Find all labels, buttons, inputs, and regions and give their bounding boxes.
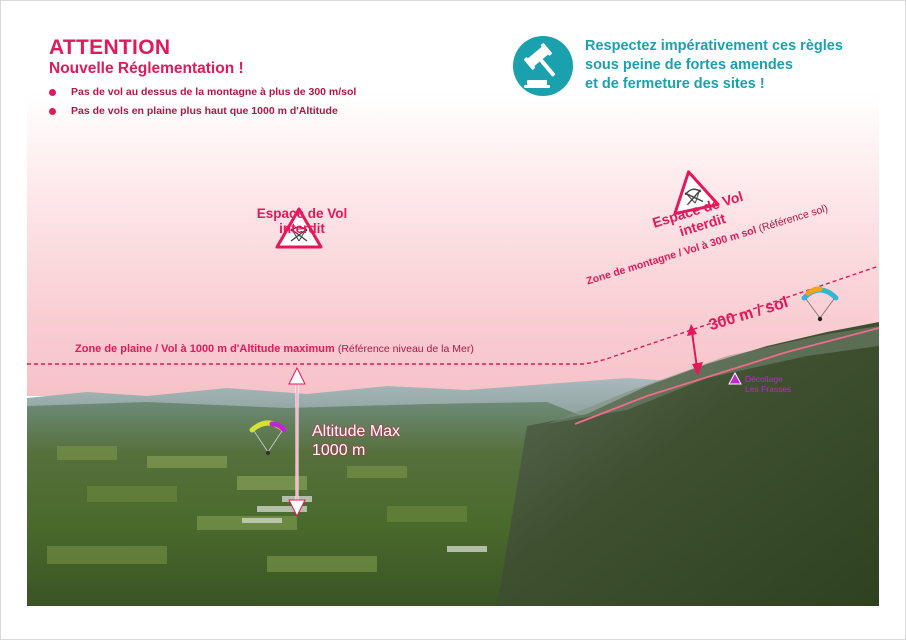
sky-gradient <box>27 26 879 396</box>
warning-text: Respectez impérativement ces règles sous… <box>585 37 843 94</box>
montagne-limit-line <box>574 327 879 425</box>
takeoff-line: Les Frasses <box>745 384 792 394</box>
rule-item: Pas de vols en plaine plus haut que 1000… <box>49 102 356 121</box>
attention-subtitle: Nouvelle Réglementation ! <box>49 60 244 77</box>
warning-line: sous peine de fortes amendes <box>585 57 793 73</box>
rules-list: Pas de vol au dessus de la montagne à pl… <box>49 83 356 121</box>
plaine-zone-main: Zone de plaine / Vol à 1000 m d'Altitude… <box>75 343 335 355</box>
forbidden-line: interdit <box>279 221 325 236</box>
warning-triangle-icon <box>275 207 323 249</box>
altitude-max-label: Altitude Max 1000 m <box>312 422 400 460</box>
bullet-icon <box>49 89 56 96</box>
landscape-scene <box>27 170 879 606</box>
warning-triangle-icon <box>673 170 720 216</box>
forbidden-line: Espace de Vol <box>256 206 348 221</box>
poster: ATTENTION Nouvelle Réglementation ! Pas … <box>27 26 879 606</box>
valley-fields <box>47 446 467 572</box>
forbidden-space-label: Espace de Vol interdit <box>217 206 387 236</box>
bullet-icon <box>49 108 56 115</box>
rule-text: Pas de vols en plaine plus haut que 1000… <box>71 105 338 117</box>
rule-text: Pas de vol au dessus de la montagne à pl… <box>71 86 357 98</box>
paraglider-icon <box>801 286 839 322</box>
altitude-line: Altitude Max <box>312 423 401 440</box>
gavel-icon <box>513 36 573 96</box>
altitude-arrow <box>288 366 306 518</box>
height-arrow <box>687 324 703 376</box>
plaine-zone-label: Zone de plaine / Vol à 1000 m d'Altitude… <box>75 343 474 355</box>
mountain <box>497 322 879 606</box>
plaine-limit-line <box>27 265 879 365</box>
paraglider-icon <box>249 420 287 456</box>
plaine-zone-ref: (Référence niveau de la Mer) <box>337 343 474 355</box>
attention-title: ATTENTION <box>49 36 171 59</box>
takeoff-marker-icon <box>728 371 742 385</box>
warning-line: Respectez impérativement ces règles <box>585 38 843 54</box>
takeoff-line: Décollage <box>745 374 783 384</box>
takeoff-label: Décollage Les Frasses <box>745 374 791 394</box>
rule-item: Pas de vol au dessus de la montagne à pl… <box>49 83 356 102</box>
warning-line: et de fermeture des sites ! <box>585 76 765 92</box>
altitude-line: 1000 m <box>312 442 366 459</box>
